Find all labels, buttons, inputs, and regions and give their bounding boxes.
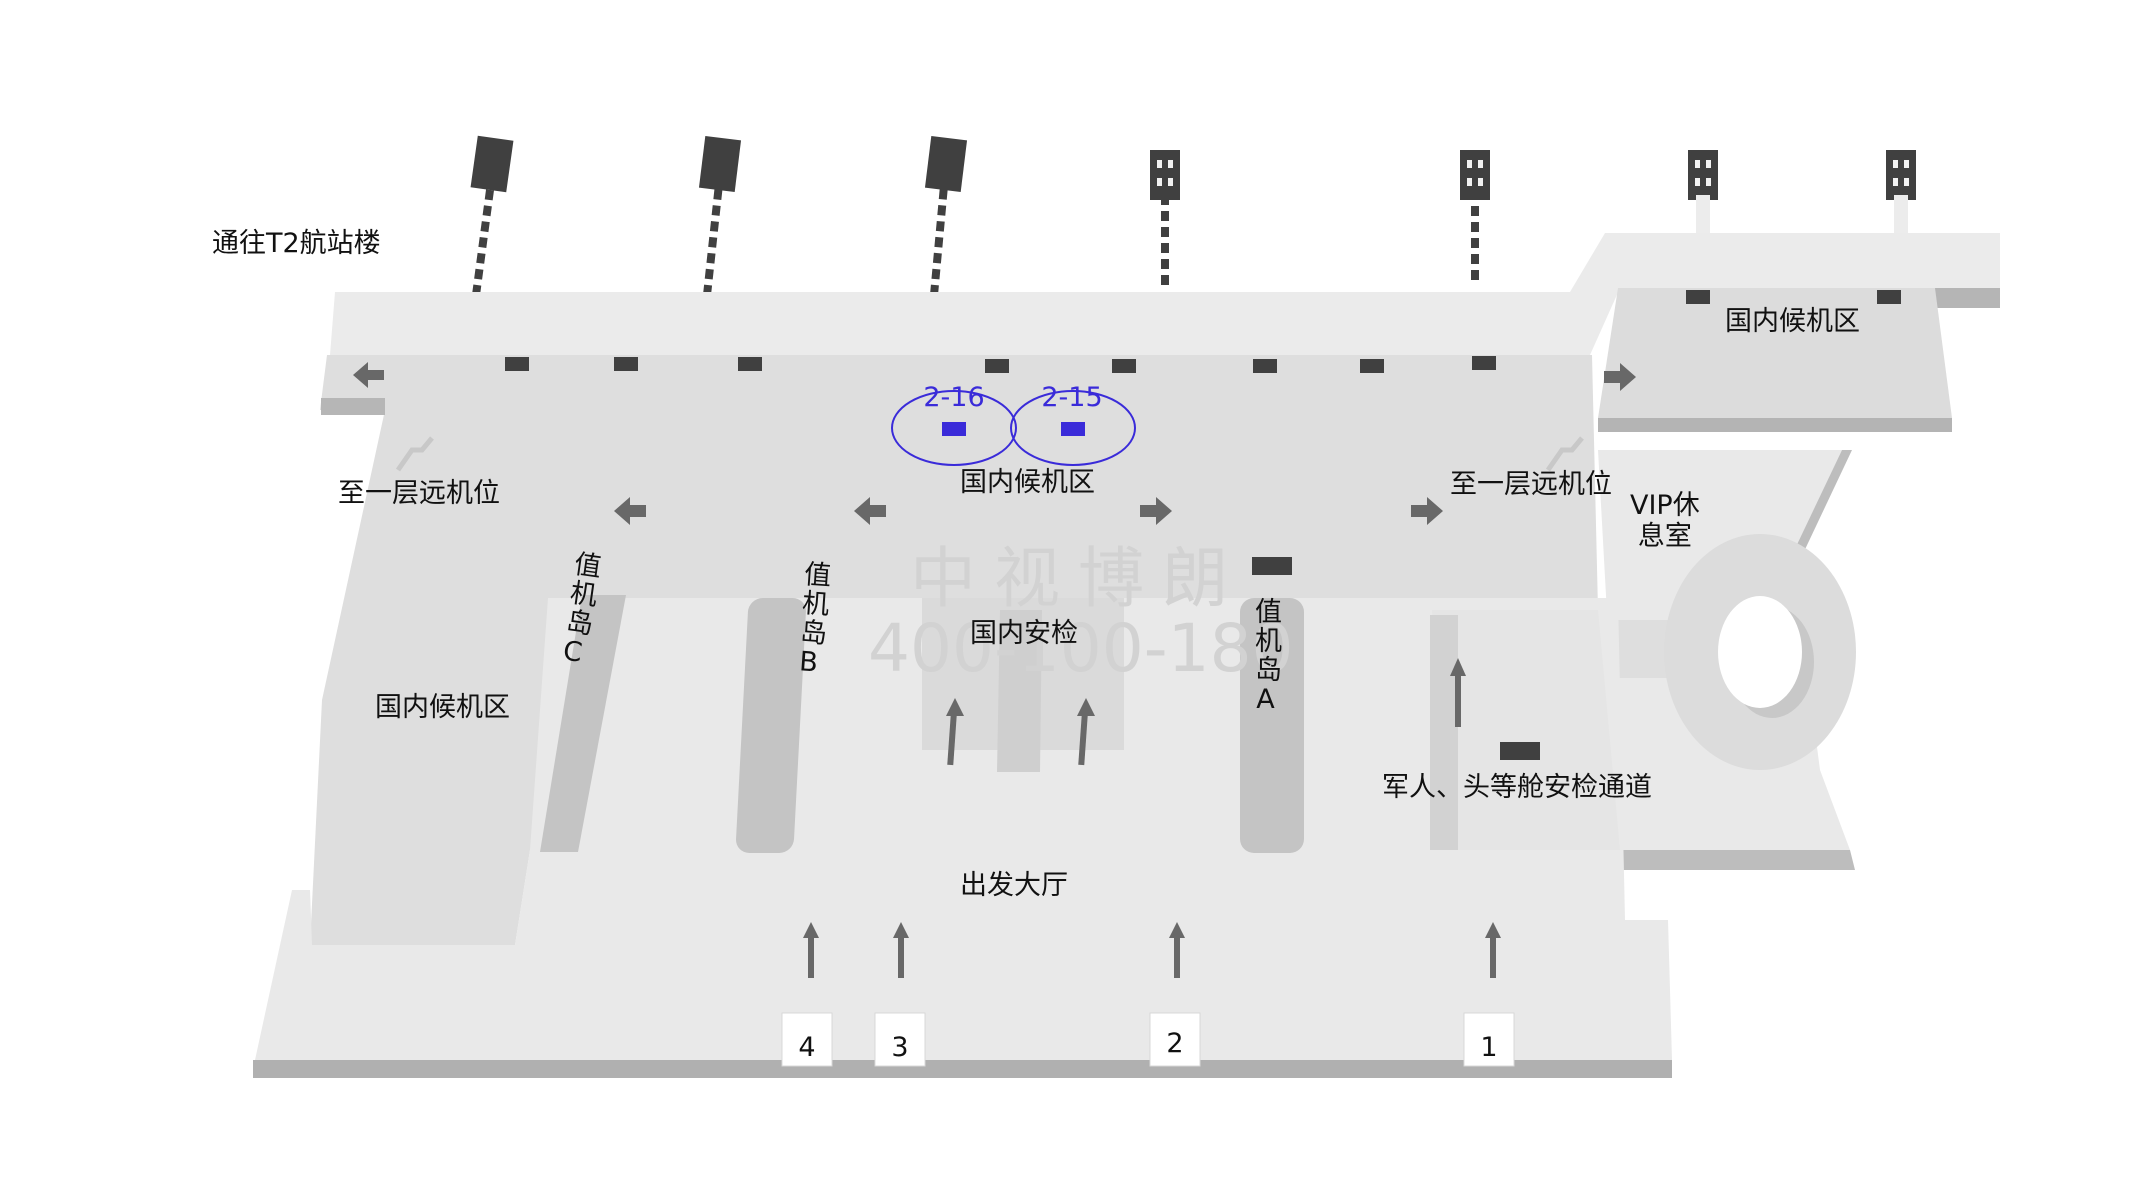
gate-counters <box>505 290 1901 760</box>
label-waiting-left: 国内候机区 <box>375 692 510 723</box>
label-waiting-top-right: 国内候机区 <box>1725 306 1860 337</box>
vip-ring-hole <box>1718 596 1802 708</box>
upward-arrows <box>803 658 1501 978</box>
bridge-head-4 <box>1150 150 1180 200</box>
right-pier <box>1598 288 1952 418</box>
right-pier-edge <box>1598 418 1952 432</box>
upper-corridor <box>330 233 2000 355</box>
arrow-right-1 <box>1140 497 1172 525</box>
arrow-up-security-left <box>946 698 964 766</box>
gate-number-4: 4 <box>798 1032 816 1063</box>
label-island-a: 值机岛A <box>1250 597 1282 717</box>
arrow-left-2 <box>614 497 646 525</box>
label-waiting-center: 国内候机区 <box>960 467 1095 498</box>
label-security: 国内安检 <box>970 618 1078 649</box>
bridge-head-3 <box>924 136 968 192</box>
ad-spot-label-2-16: 2-16 <box>923 382 985 413</box>
vip-block-bottom <box>1620 850 1855 870</box>
ad-spots <box>891 390 1136 466</box>
jet-bridges <box>472 174 1479 296</box>
upper-corridor-edge <box>1930 288 2000 308</box>
door-2 <box>1149 1012 1201 1067</box>
jet-bridge-heads <box>470 135 1916 200</box>
departure-hall-right-wing <box>1432 610 1620 850</box>
label-military-lane: 军人、头等舱安检通道 <box>1382 772 1652 803</box>
door-4 <box>781 1012 833 1067</box>
security-lane <box>997 610 1042 772</box>
watermark-line-1: 中视博朗 <box>910 540 1246 617</box>
arrow-up-gate-4 <box>803 922 819 978</box>
entrance-doors <box>781 1012 1515 1067</box>
bridge-head-2 <box>698 136 742 192</box>
bridge-stem-6 <box>1696 195 1710 233</box>
label-remote-right: 至一层远机位 <box>1450 469 1612 500</box>
label-departure-hall: 出发大厅 <box>960 870 1068 901</box>
escalator-icon-right <box>1545 436 1584 472</box>
departure-hall <box>255 598 1672 1060</box>
vip-block-side <box>1792 450 1852 560</box>
ad-spot-2-16-circle <box>891 390 1017 466</box>
arrow-right-3 <box>1604 363 1636 391</box>
check-in-island-c <box>540 595 626 852</box>
vip-lane-divider <box>1430 615 1458 850</box>
left-lounge-edge <box>321 398 385 415</box>
check-in-island-b <box>736 598 806 853</box>
door-3 <box>874 1012 926 1067</box>
ad-spot-2-15-marker <box>1061 422 1085 436</box>
bridge-head-details <box>1157 160 1909 186</box>
arrow-up-security-right <box>1077 698 1095 766</box>
bridge-stem-7 <box>1894 195 1908 233</box>
bridge-head-5 <box>1460 150 1490 200</box>
escalator-icons <box>395 436 1584 472</box>
watermark-line-2: 400-100-180 <box>868 610 1294 687</box>
arrow-up-gate-1 <box>1485 922 1501 978</box>
gate-number-3: 3 <box>891 1032 909 1063</box>
bridge-head-6 <box>1688 150 1718 200</box>
arrow-left-1 <box>353 362 384 388</box>
label-to-t2: 通往T2航站楼 <box>212 228 381 259</box>
ad-spot-2-15-circle <box>1010 390 1136 466</box>
check-in-island-a <box>1240 598 1304 853</box>
ad-spot-label-2-15: 2-15 <box>1041 382 1103 413</box>
gate-number-2: 2 <box>1166 1028 1184 1059</box>
departure-hall-edge <box>253 1060 1672 1078</box>
arrow-right-2 <box>1411 497 1443 525</box>
bridge-head-7 <box>1886 150 1916 200</box>
jet-bridge-2 <box>703 174 724 296</box>
direction-arrows <box>353 362 1636 525</box>
jet-bridge-1 <box>472 174 496 296</box>
escalator-icon-left <box>395 436 434 472</box>
arrow-left-3 <box>854 497 886 525</box>
jet-bridge-3 <box>930 174 949 296</box>
ad-spot-2-16-marker <box>942 422 966 436</box>
arrow-up-vip-lane <box>1450 658 1466 727</box>
gate-number-1: 1 <box>1480 1032 1498 1063</box>
arrow-up-gate-3 <box>893 922 909 978</box>
label-remote-left: 至一层远机位 <box>338 478 500 509</box>
arrow-up-gate-2 <box>1169 922 1185 978</box>
label-vip: VIP休 息室 <box>1630 490 1700 553</box>
bridge-head-1 <box>470 135 514 193</box>
door-1 <box>1463 1012 1515 1067</box>
